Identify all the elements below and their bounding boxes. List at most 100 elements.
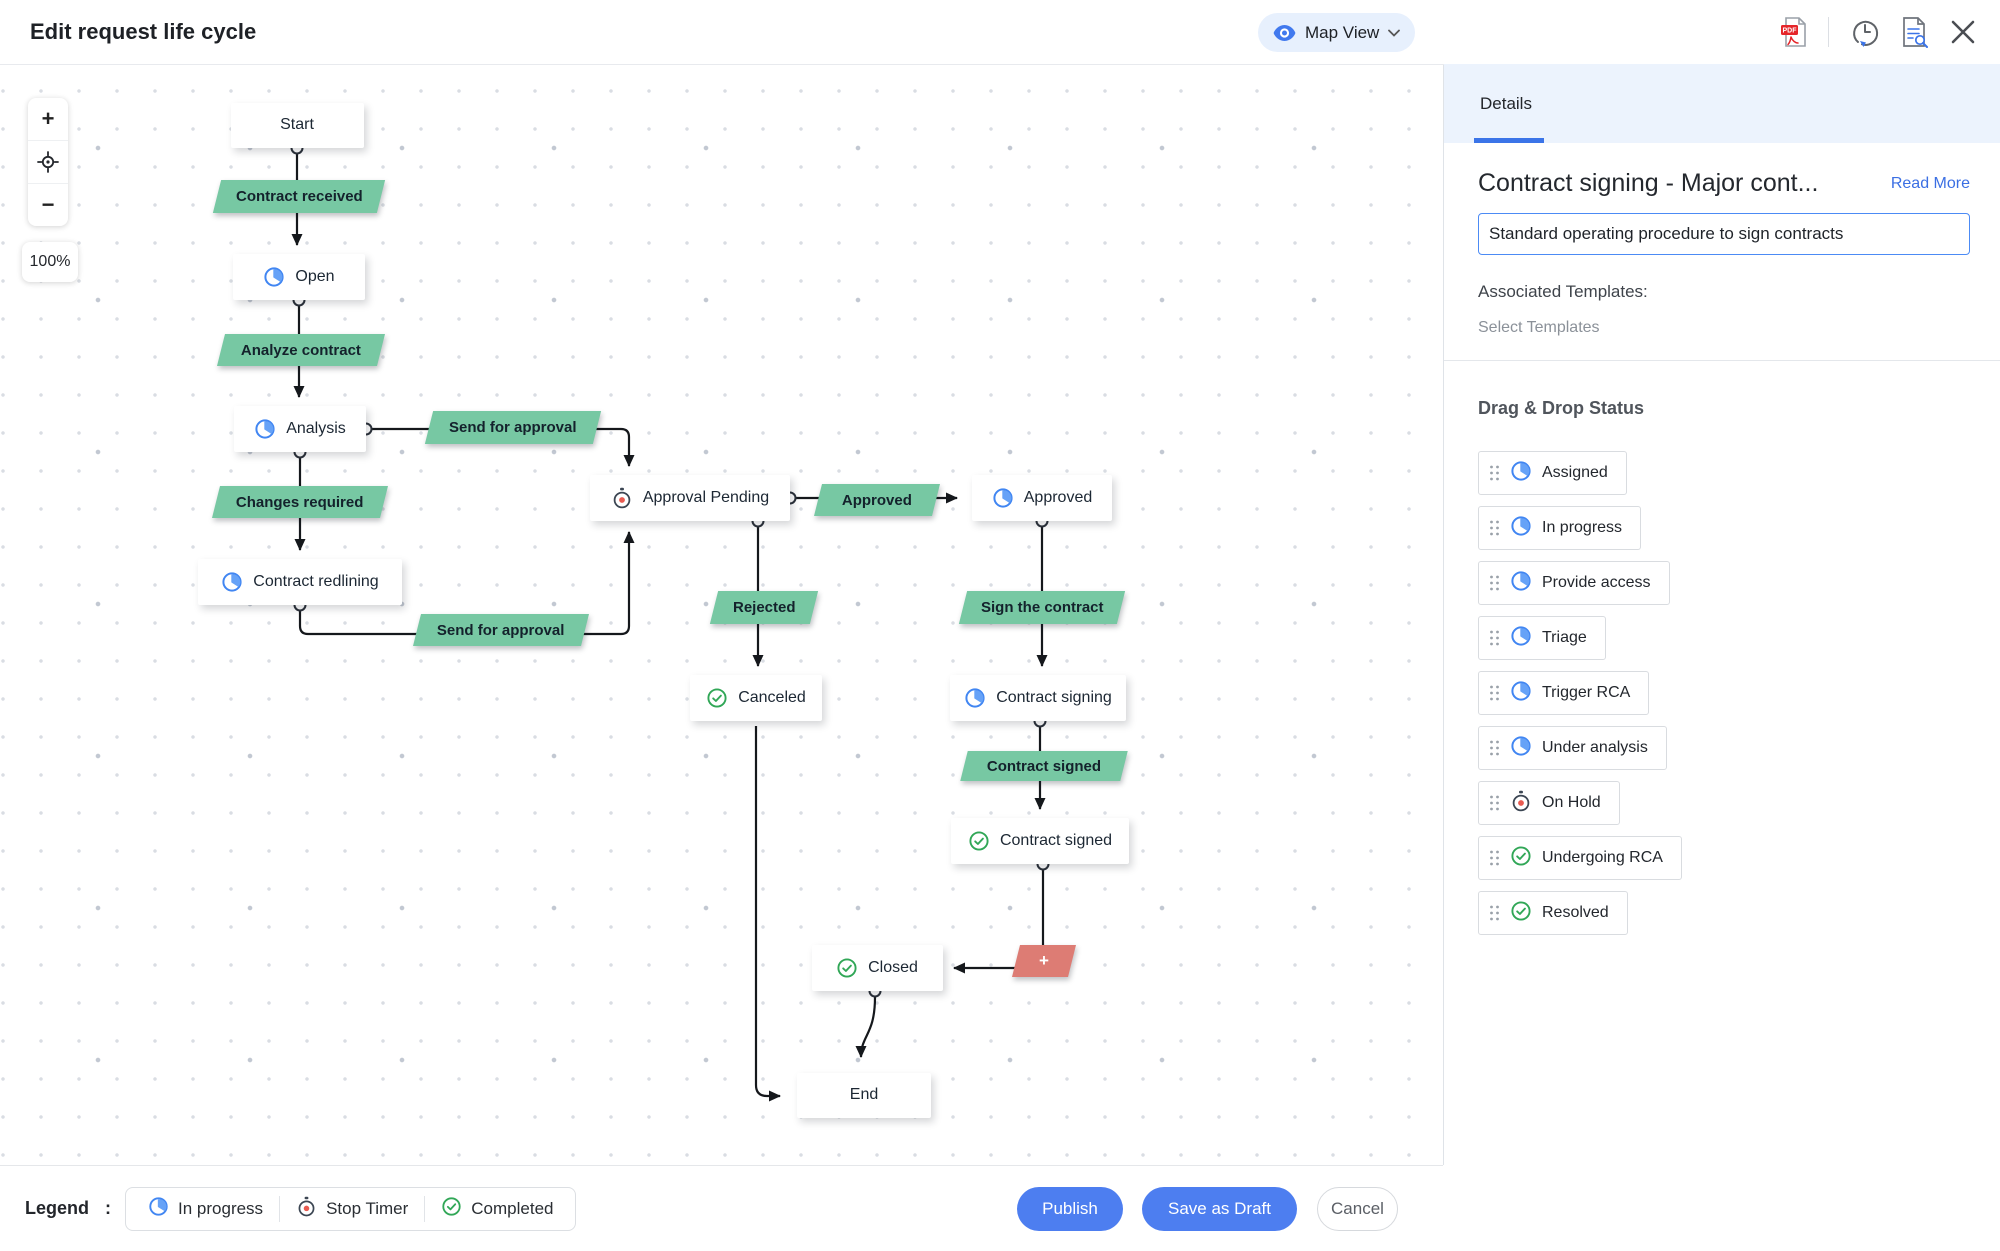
- cancel-button[interactable]: Cancel: [1317, 1186, 1398, 1231]
- drag-handle-icon[interactable]: [1489, 629, 1500, 647]
- transition-label-text: Analyze contract: [240, 341, 362, 359]
- transition-label[interactable]: Changes required: [212, 486, 388, 518]
- zoom-controls: + −: [28, 98, 68, 226]
- tab-details[interactable]: Details: [1474, 64, 1544, 143]
- node-canceled[interactable]: Canceled: [690, 675, 822, 721]
- in-progress-icon: [992, 487, 1014, 509]
- draggable-status-provide-access[interactable]: Provide access: [1478, 561, 1670, 605]
- status-label: Provide access: [1542, 574, 1651, 591]
- node-label: Contract signed: [999, 832, 1113, 849]
- blueprint-title: Contract signing - Major cont...: [1478, 169, 1819, 197]
- completed-icon: [441, 1196, 462, 1222]
- section-divider: [1444, 360, 2000, 361]
- legend-item-label: Completed: [471, 1198, 554, 1218]
- drag-handle-icon[interactable]: [1489, 519, 1500, 537]
- close-icon[interactable]: [1950, 19, 1976, 45]
- drag-handle-icon[interactable]: [1489, 739, 1500, 757]
- node-open[interactable]: Open: [233, 254, 365, 300]
- node-label: Open: [295, 268, 335, 285]
- node-contract-redlining[interactable]: Contract redlining: [198, 559, 402, 605]
- transition-label-text: +: [1039, 951, 1049, 970]
- transition-label[interactable]: Send for approval: [424, 410, 602, 444]
- draggable-status-in-progress[interactable]: In progress: [1478, 506, 1642, 550]
- export-pdf-icon[interactable]: PDF: [1780, 16, 1807, 48]
- save-as-draft-button[interactable]: Save as Draft: [1142, 1186, 1297, 1231]
- completed-icon: [836, 957, 858, 979]
- stop-timer-icon: [1510, 790, 1532, 817]
- draggable-status-on-hold[interactable]: On Hold: [1478, 781, 1620, 825]
- zoom-out-button[interactable]: −: [28, 183, 68, 226]
- transition-label-text: Contract signed: [986, 757, 1102, 775]
- in-progress-icon: [221, 571, 243, 593]
- drag-handle-icon[interactable]: [1489, 849, 1500, 867]
- completed-icon: [1510, 845, 1532, 872]
- audit-log-icon[interactable]: [1901, 16, 1929, 48]
- drag-handle-icon[interactable]: [1489, 794, 1500, 812]
- publish-button[interactable]: Publish: [1017, 1186, 1123, 1231]
- header: Edit request life cycle Map View PDF: [0, 0, 2000, 65]
- panel-tab-bar: Details: [1444, 64, 2000, 143]
- node-start[interactable]: Start: [230, 102, 364, 148]
- stop-timer-icon: [296, 1196, 317, 1222]
- node-label: Contract redlining: [253, 573, 379, 590]
- node-contract-signing[interactable]: Contract signing: [950, 675, 1126, 721]
- transition-label[interactable]: Send for approval: [413, 614, 589, 646]
- transition-label[interactable]: Analyze contract: [217, 334, 385, 366]
- completed-icon: [968, 830, 990, 852]
- draggable-status-resolved[interactable]: Resolved: [1478, 891, 1628, 935]
- map-view-label: Map View: [1305, 22, 1380, 42]
- footer-actions: Publish Save as Draft Cancel: [1017, 1186, 1398, 1231]
- add-transition-button[interactable]: +: [1012, 945, 1076, 977]
- drag-handle-icon[interactable]: [1489, 904, 1500, 922]
- map-view-selector[interactable]: Map View: [1258, 13, 1416, 52]
- transition-label[interactable]: Contract received: [212, 179, 386, 213]
- draggable-status-triage[interactable]: Triage: [1478, 616, 1606, 660]
- chevron-down-icon: [1388, 29, 1401, 37]
- in-progress-icon: [1510, 625, 1532, 652]
- drag-handle-icon[interactable]: [1489, 464, 1500, 482]
- status-label: Assigned: [1542, 464, 1608, 481]
- node-contract-signed[interactable]: Contract signed: [951, 818, 1129, 864]
- draggable-status-trigger-rca[interactable]: Trigger RCA: [1478, 671, 1650, 715]
- flow-edge: [754, 726, 781, 1102]
- transition-label-text: Approved: [841, 491, 912, 509]
- draggable-status-undergoing-rca[interactable]: Undergoing RCA: [1478, 836, 1682, 880]
- select-templates-link[interactable]: Select Templates: [1478, 319, 1600, 336]
- transition-label[interactable]: Rejected: [709, 590, 819, 624]
- status-label: Undergoing RCA: [1542, 849, 1663, 866]
- drag-handle-icon[interactable]: [1489, 574, 1500, 592]
- transition-label[interactable]: Approved: [814, 484, 940, 516]
- transition-label-text: Contract received: [235, 187, 363, 205]
- node-label: Approval Pending: [642, 489, 770, 506]
- legend-item-stop-timer: Stop Timer: [280, 1196, 424, 1222]
- details-panel: Details Contract signing - Major cont...…: [1444, 64, 2000, 1250]
- node-label: Contract signing: [996, 689, 1112, 706]
- panel-content: Contract signing - Major cont... Read Mo…: [1444, 143, 2000, 935]
- transition-label-text: Rejected: [732, 598, 796, 616]
- draggable-status-under-analysis[interactable]: Under analysis: [1478, 726, 1667, 770]
- legend-item-completed: Completed: [425, 1196, 569, 1222]
- header-actions: PDF: [1780, 0, 1976, 64]
- transition-label[interactable]: Contract signed: [960, 751, 1128, 781]
- flow-edge: [371, 427, 635, 467]
- status-label: Resolved: [1542, 904, 1609, 921]
- node-label: End: [849, 1086, 879, 1103]
- in-progress-icon: [254, 418, 276, 440]
- node-approved[interactable]: Approved: [972, 475, 1112, 521]
- node-approval-pending[interactable]: Approval Pending: [590, 475, 790, 521]
- history-icon[interactable]: [1850, 16, 1880, 48]
- read-more-link[interactable]: Read More: [1890, 174, 1970, 192]
- zoom-in-button[interactable]: +: [41, 106, 55, 131]
- drag-handle-icon[interactable]: [1489, 684, 1500, 702]
- fit-to-center-button[interactable]: [28, 140, 68, 183]
- node-analysis[interactable]: Analysis: [234, 406, 366, 452]
- transition-label[interactable]: Sign the contract: [958, 590, 1126, 624]
- node-end[interactable]: End: [797, 1072, 931, 1118]
- draggable-status-assigned[interactable]: Assigned: [1478, 451, 1627, 495]
- description-input[interactable]: [1478, 213, 1970, 255]
- node-closed[interactable]: Closed: [811, 945, 943, 991]
- status-label: On Hold: [1542, 794, 1601, 811]
